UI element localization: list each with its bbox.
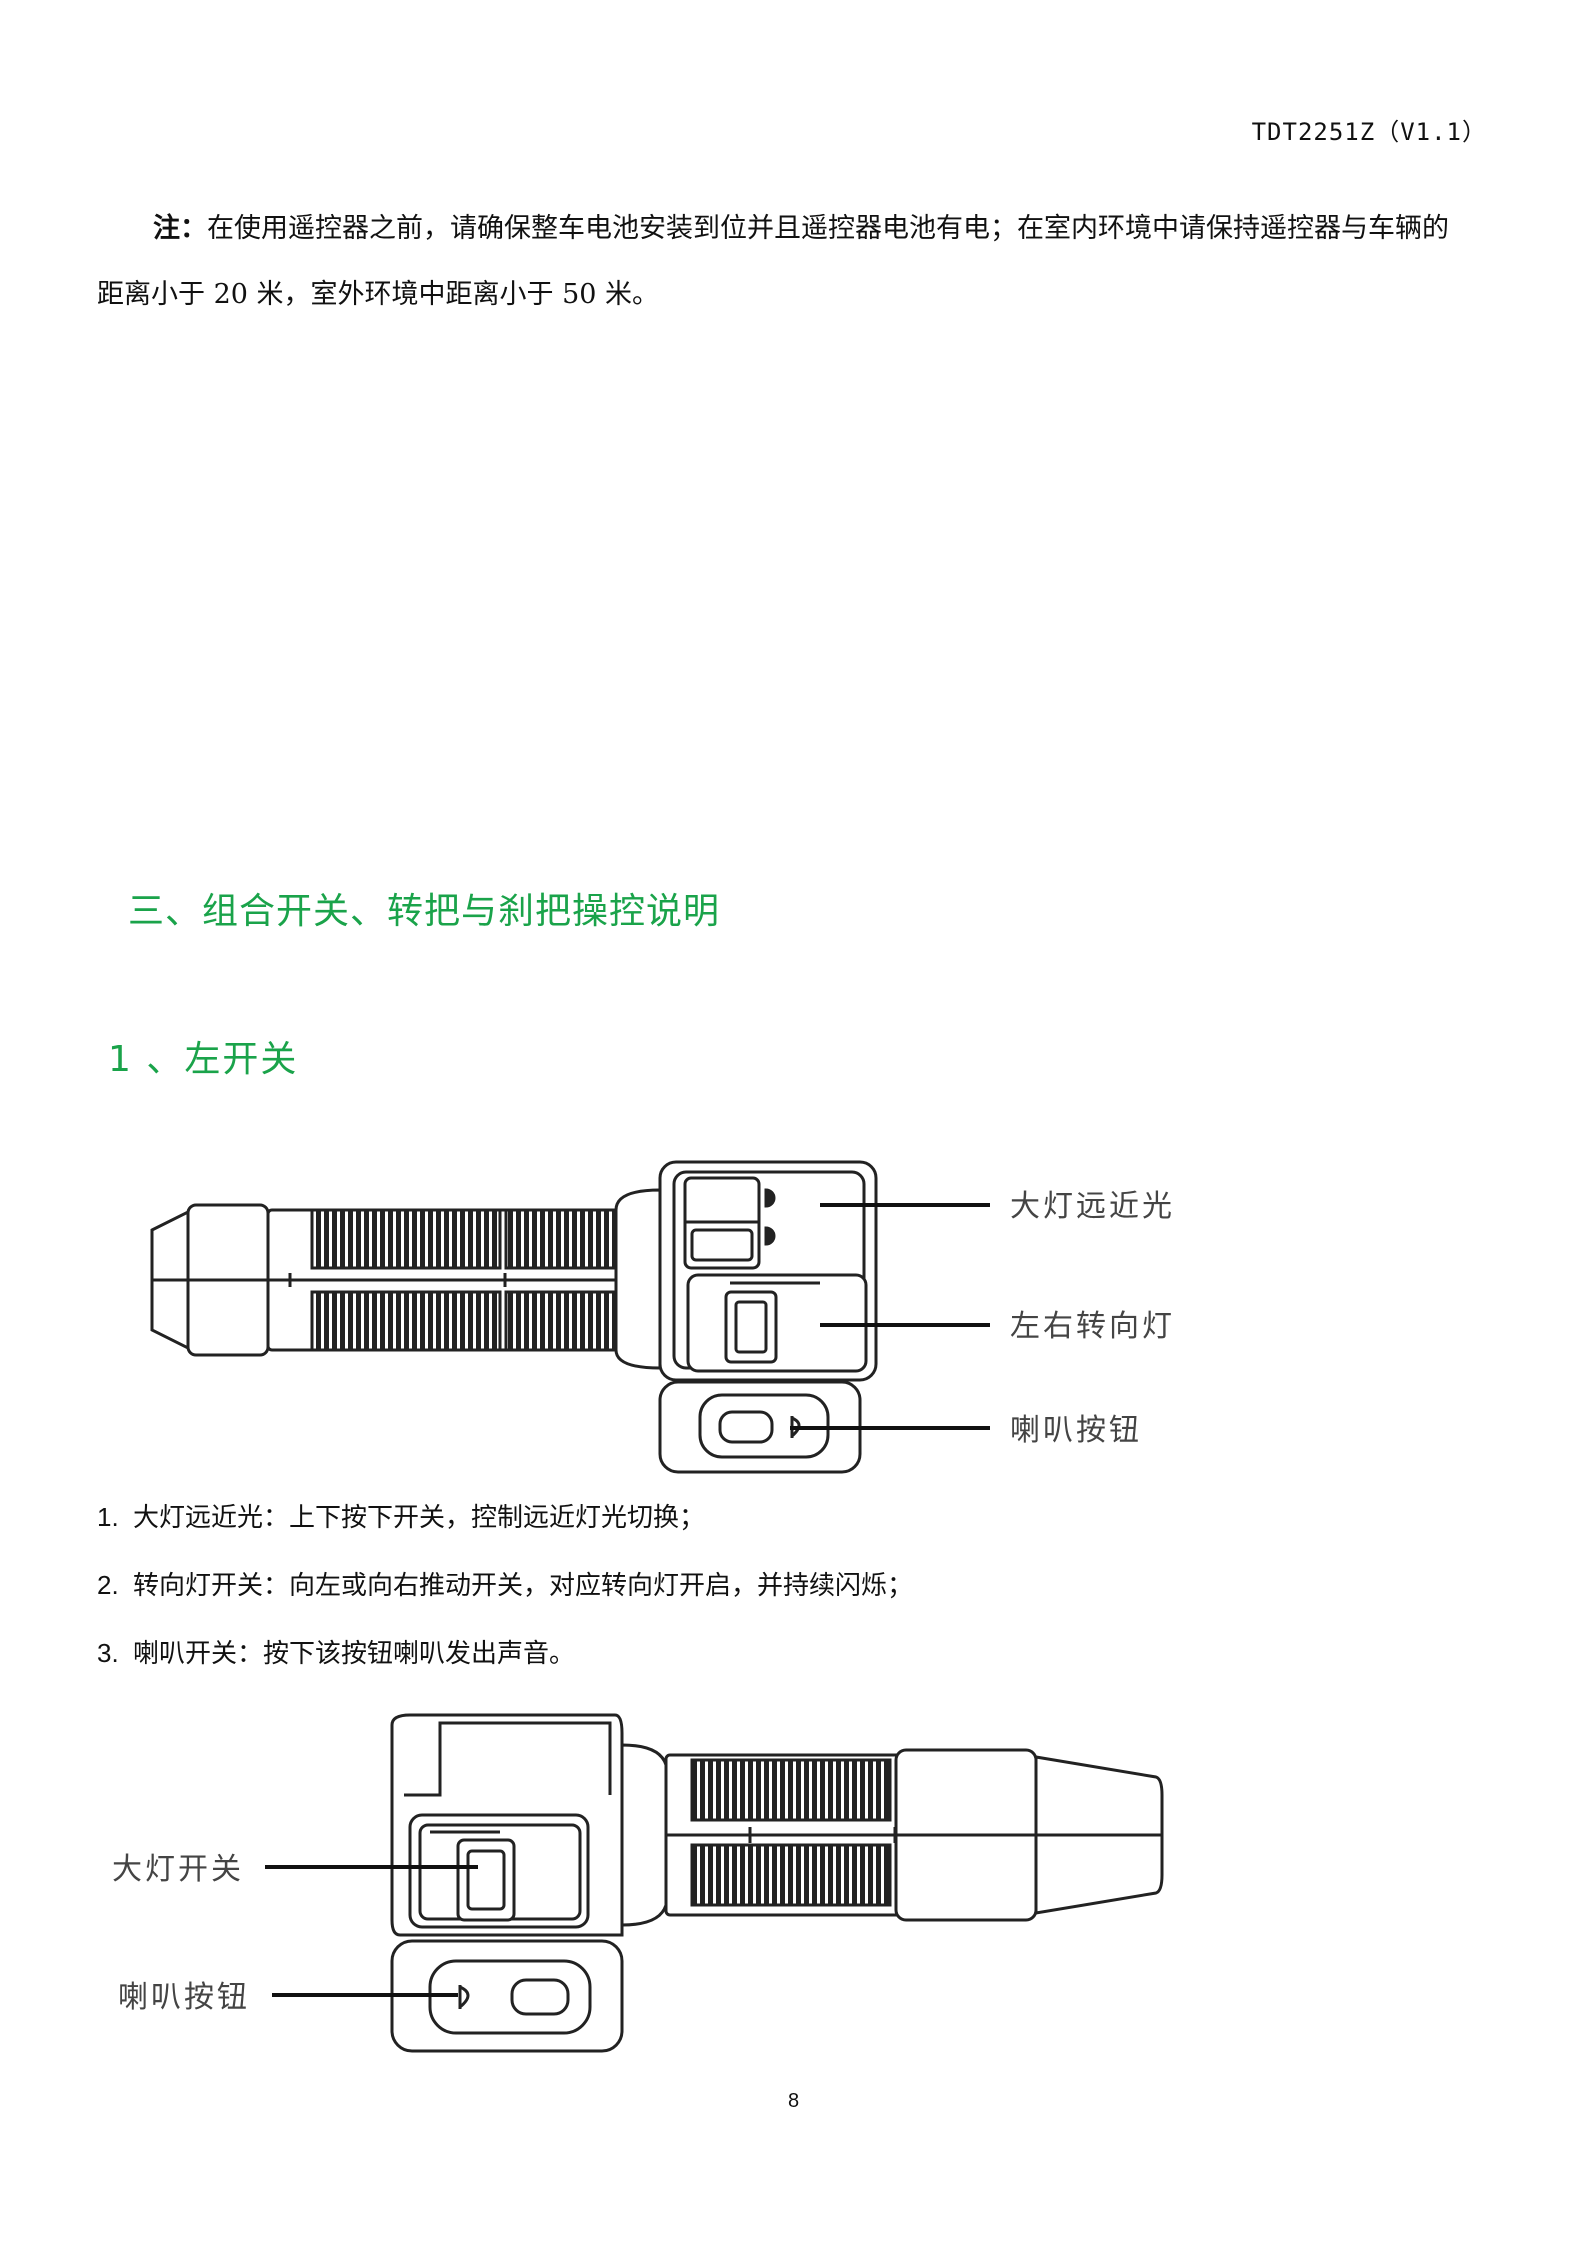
list-number: 2. [97, 1570, 119, 1600]
subsection-title: 1 、左开关 [108, 1039, 299, 1080]
list-text: 喇叭开关：按下该按钮喇叭发出声音。 [133, 1639, 576, 1669]
list-item: 3. 喇叭开关：按下该按钮喇叭发出声音。 [97, 1633, 913, 1701]
left-switch-figure: 大灯远近光 左右转向灯 喇叭按钮 [140, 1150, 1200, 1480]
callout-horn: 喇叭按钮 [118, 1980, 250, 2015]
document-code: TDT2251Z（V1.1） [1251, 118, 1487, 146]
light-switch-figure: 大灯开关 喇叭按钮 [100, 1705, 1190, 2060]
callout-horn: 喇叭按钮 [1010, 1413, 1142, 1448]
note-label: 注： [153, 213, 207, 244]
note-text-1: 在使用遥控器之前，请确保整车电池安装到位并且遥控器电池有电；在室内环境中请保持遥… [207, 213, 1449, 244]
feature-list: 1. 大灯远近光：上下按下开关，控制远近灯光切换； 2. 转向灯开关：向左或向右推动… [97, 1497, 913, 1701]
list-item: 2. 转向灯开关：向左或向右推动开关，对应转向灯开启，并持续闪烁； [97, 1565, 913, 1633]
list-text: 转向灯开关：向左或向右推动开关，对应转向灯开启，并持续闪烁； [133, 1571, 914, 1601]
page-number: 8 [787, 2090, 800, 2112]
list-item: 1. 大灯远近光：上下按下开关，控制远近灯光切换； [97, 1497, 913, 1565]
list-number: 1. [97, 1502, 119, 1532]
note-line-2: 距离小于 20 米，室外环境中距离小于 50 米。 [97, 279, 660, 310]
callout-high-low-beam: 大灯远近光 [1010, 1189, 1175, 1224]
list-text: 大灯远近光：上下按下开关，控制远近灯光切换； [133, 1503, 706, 1533]
usage-note: 注：在使用遥控器之前，请确保整车电池安装到位并且遥控器电池有电；在室内环境中请保… [97, 196, 1497, 328]
left-switch-drawing: 大灯远近光 左右转向灯 喇叭按钮 [150, 1160, 1175, 1474]
note-line-1: 注：在使用遥控器之前，请确保整车电池安装到位并且遥控器电池有电；在室内环境中请保… [97, 196, 1497, 262]
list-number: 3. [97, 1638, 119, 1668]
callout-headlight: 大灯开关 [112, 1852, 244, 1887]
section-title: 三、组合开关、转把与刹把操控说明 [128, 891, 721, 932]
light-switch-drawing: 大灯开关 喇叭按钮 [112, 1713, 1164, 2053]
callout-turn-signal: 左右转向灯 [1010, 1309, 1175, 1344]
